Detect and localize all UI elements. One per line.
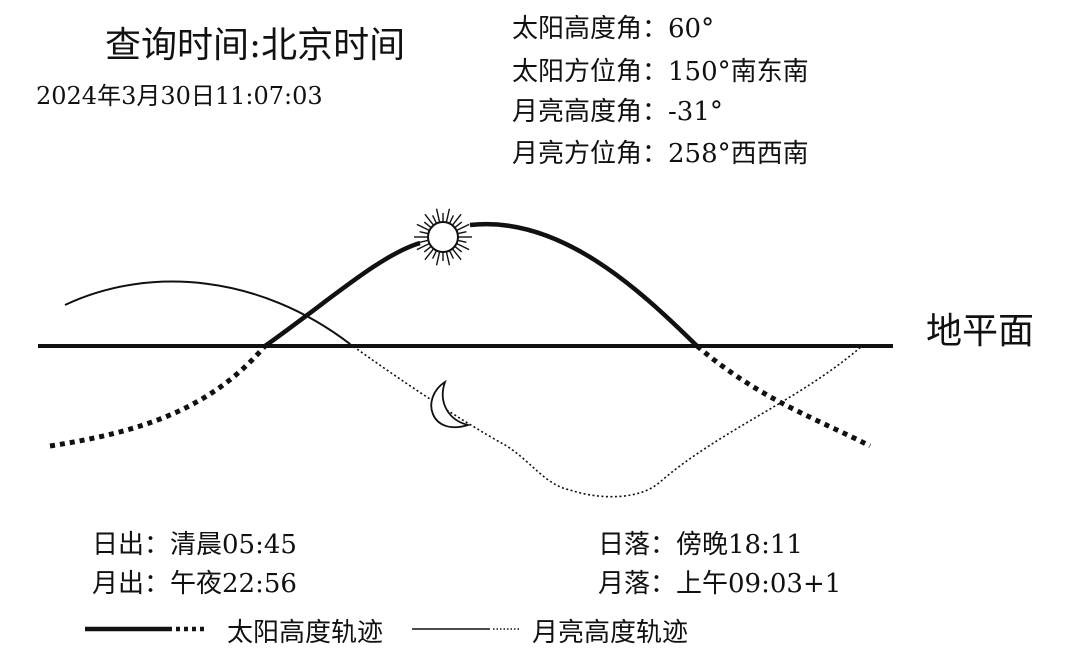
sunrise-value: 清晨05:45 (170, 530, 297, 560)
sun-ray (451, 213, 462, 226)
query-datetime: 2024年3月30日11:07:03 (36, 82, 323, 110)
sun-ray (445, 208, 451, 223)
sun-track-before-sunrise (49, 344, 267, 449)
crescent-moon-icon (430, 379, 472, 428)
moon-track-below-horizon (349, 343, 863, 498)
sun-ray (448, 250, 455, 259)
sun-ray (435, 208, 441, 223)
moon-altitude-value: -31° (668, 97, 723, 127)
moon-altitude-row: 月亮高度角：-31° (512, 99, 723, 125)
sun-azimuth-value: 150°南东南 (668, 57, 809, 87)
sun-ray (454, 221, 463, 229)
moonset-row: 月落：上午09:03+1 (598, 571, 841, 597)
sun-ray (416, 223, 430, 232)
sun-azimuth-row: 太阳方位角：150°南东南 (512, 59, 809, 85)
sun-altitude-value: 60° (668, 14, 715, 44)
sun-ray (445, 251, 451, 266)
sun-track-above-horizon (263, 221, 699, 348)
sun-ray (435, 251, 441, 266)
sun-ray (456, 242, 470, 251)
sun-altitude-row: 太阳高度角：60° (512, 16, 714, 42)
sun-ray (454, 245, 463, 253)
sunrise-row: 日出：清晨05:45 (92, 532, 297, 558)
sun-ray (419, 230, 429, 235)
sun-icon (414, 208, 472, 266)
moonset-value: 上午09:03+1 (676, 569, 842, 599)
sunset-row: 日落：傍晚18:11 (598, 532, 803, 558)
sun-azimuth-label: 太阳方位角： (512, 57, 669, 87)
moon-azimuth-label: 月亮方位角： (512, 139, 669, 169)
sun-ray (416, 242, 430, 251)
moon-altitude-label: 月亮高度角： (512, 97, 669, 127)
sun-ray (456, 223, 470, 232)
moonrise-label: 月出： (92, 569, 171, 599)
moon-azimuth-row: 月亮方位角：258°西西南 (512, 141, 809, 167)
moonrise-row: 月出：午夜22:56 (92, 571, 297, 597)
moonset-label: 月落： (598, 569, 677, 599)
sun-ray (419, 239, 429, 244)
sun-ray (424, 213, 435, 226)
sun-ray (457, 230, 467, 235)
legend-moon-track-label: 月亮高度轨迹 (532, 618, 689, 648)
moon-azimuth-value: 258°西西南 (668, 139, 809, 169)
sun-track-after-sunset (695, 344, 872, 449)
sunset-label: 日落： (598, 530, 677, 560)
horizon-label: 地平面 (926, 311, 1035, 352)
sun-ray (424, 248, 435, 261)
legend-sun-track-label: 太阳高度轨迹 (227, 618, 384, 648)
sun-ray (431, 215, 438, 224)
sun-ray (431, 250, 438, 259)
sunrise-label: 日出： (92, 530, 171, 560)
moon-track-above-horizon (64, 280, 351, 345)
sun-ray (457, 239, 467, 244)
sun-ray (423, 245, 432, 253)
sun-ray (423, 221, 432, 229)
query-title: 查询时间:北京时间 (105, 25, 406, 66)
sunset-value: 傍晚18:11 (676, 530, 803, 560)
sun-altitude-label: 太阳高度角： (512, 14, 669, 44)
sun-ray (448, 215, 455, 224)
sun-ray (451, 248, 462, 261)
moonrise-value: 午夜22:56 (170, 569, 297, 599)
